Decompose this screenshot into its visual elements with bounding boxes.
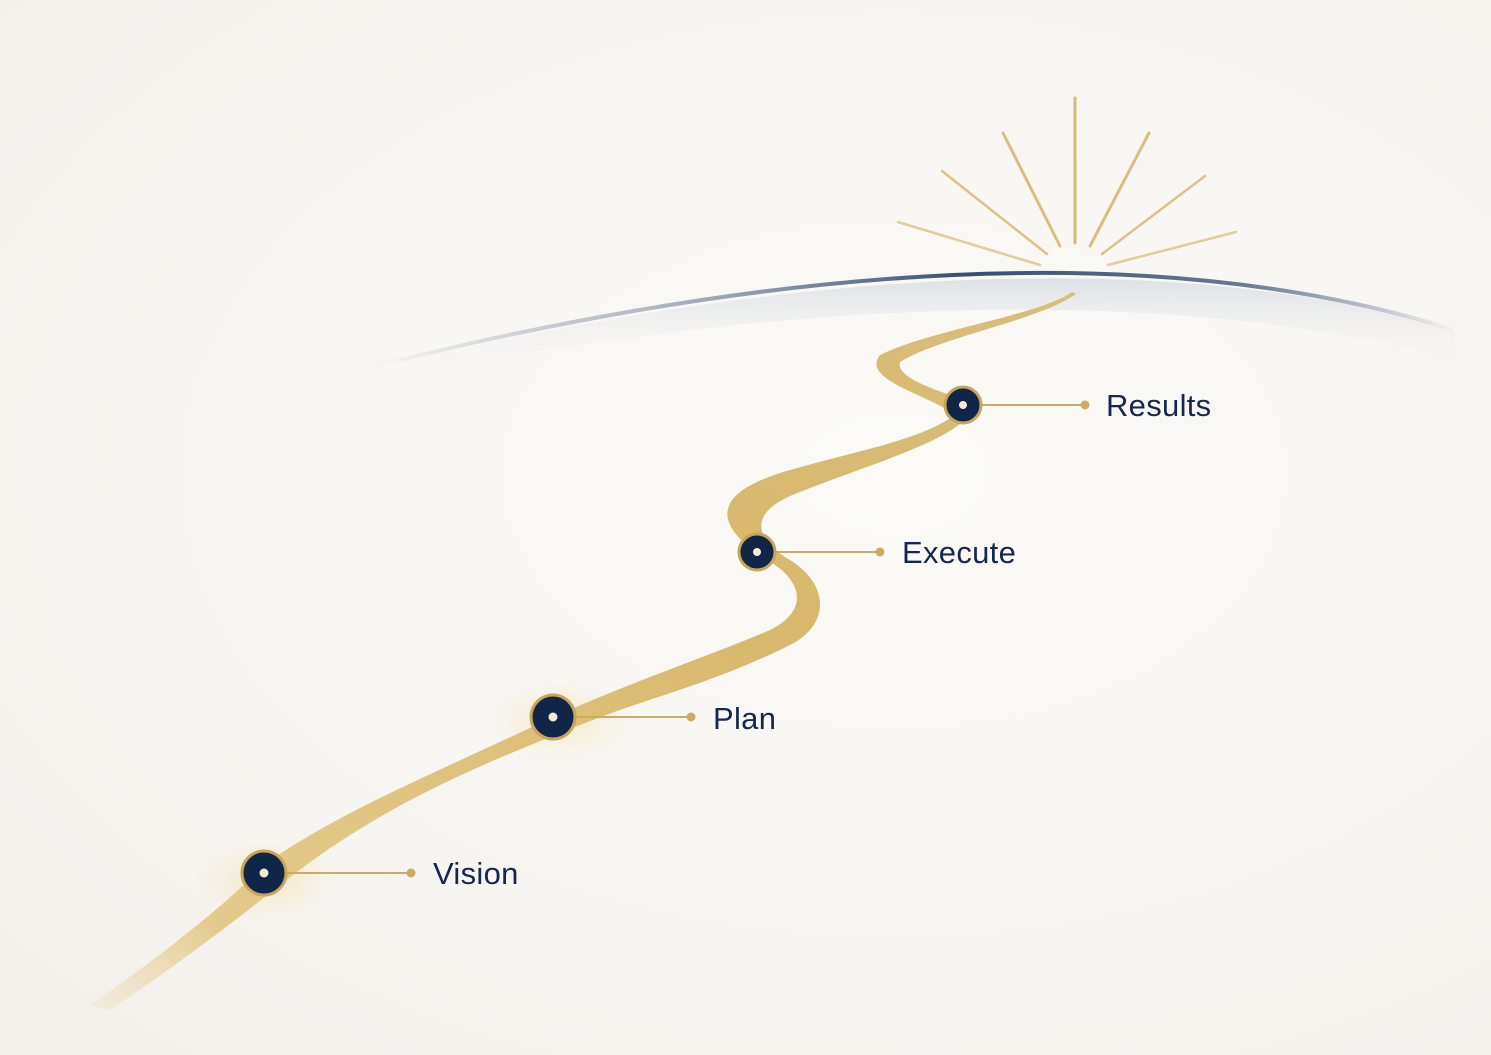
sunrise-rays <box>896 96 1238 267</box>
milestone-node-plan <box>529 693 577 741</box>
journey-path <box>90 292 1076 1010</box>
milestone-node-results <box>943 385 983 425</box>
milestone-node-vision <box>240 849 288 897</box>
horizon-line <box>373 270 1457 368</box>
horizon-shadow <box>375 278 1455 380</box>
milestone-label-results: Results <box>1106 388 1212 423</box>
milestone-label-plan: Plan <box>713 701 777 736</box>
milestone-label-execute: Execute <box>902 535 1017 570</box>
milestone-node-execute <box>737 532 777 572</box>
milestone-label-vision: Vision <box>433 856 519 891</box>
